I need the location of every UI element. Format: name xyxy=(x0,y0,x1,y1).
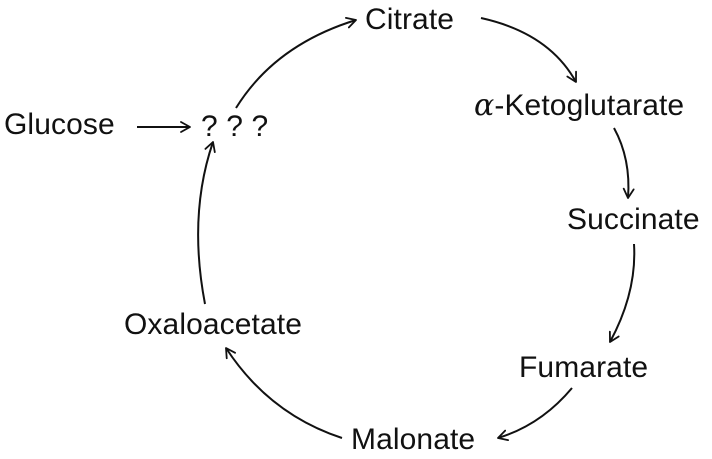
citrate-label: Citrate xyxy=(365,3,455,36)
arrow-ketoglutarate-to-succinate xyxy=(613,127,635,199)
arrow-succinate-to-fumarate xyxy=(608,243,636,343)
arrow-malonate-to-oxaloacetate xyxy=(225,347,343,439)
arrow-unknown-to-citrate xyxy=(235,16,357,109)
arrow-oxaloacetate-to-unknown xyxy=(197,141,216,305)
arrow-fumarate-to-malonate xyxy=(497,387,573,442)
ketoglutarate-text: -Ketoglutarate xyxy=(494,89,685,122)
succinate-label: Succinate xyxy=(567,203,700,236)
malonate-label: Malonate xyxy=(351,423,476,456)
oxaloacetate-label: Oxaloacetate xyxy=(124,308,302,341)
glucose-label: Glucose xyxy=(4,108,115,141)
alpha-symbol: α xyxy=(474,88,495,123)
alpha-ketoglutarate-label: α-Ketoglutarate xyxy=(474,91,684,121)
arrow-citrate-to-ketoglutarate xyxy=(480,17,577,83)
fumarate-label: Fumarate xyxy=(519,351,649,384)
unknown-intermediate-label: ? ? ? xyxy=(201,110,269,143)
